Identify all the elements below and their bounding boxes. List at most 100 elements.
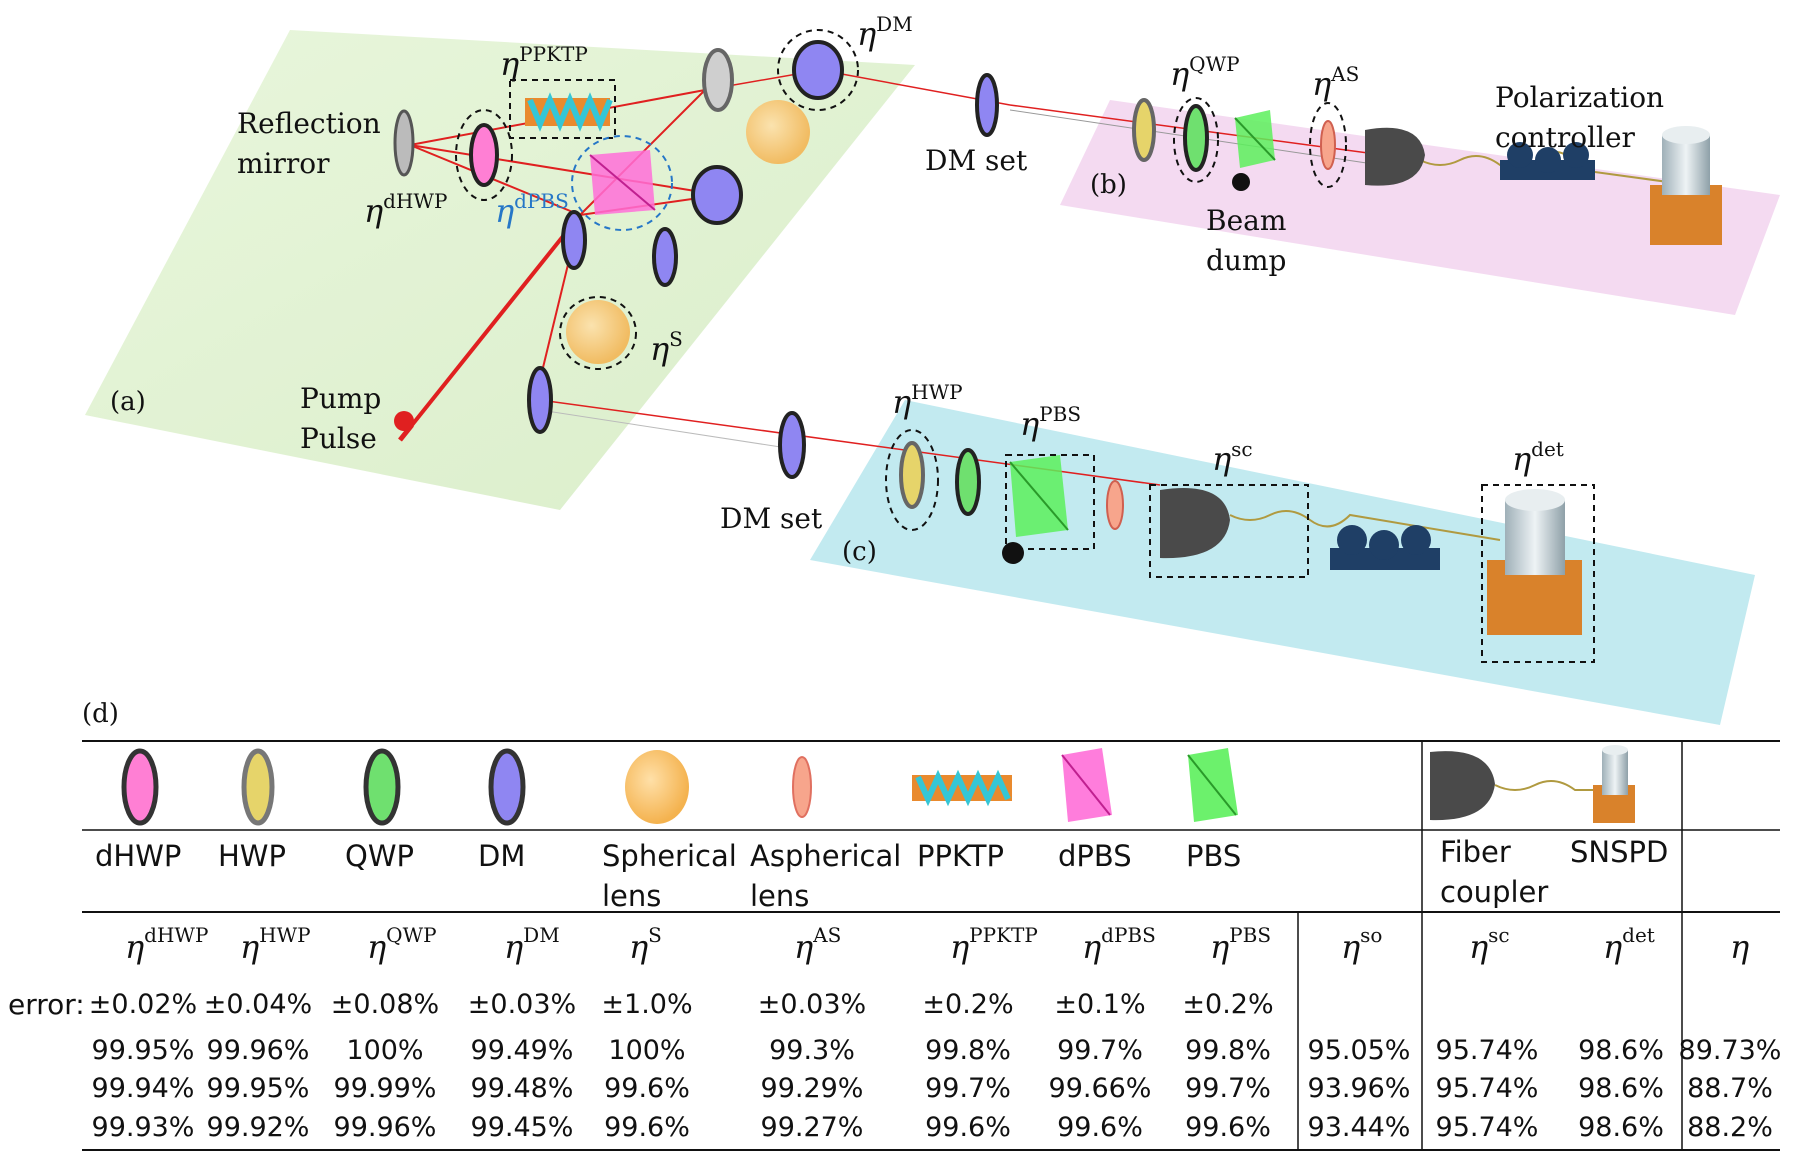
table-cell: 99.45% xyxy=(471,1112,574,1143)
eta-det-label: ηdet xyxy=(1512,437,1564,478)
table-cell: 99.6% xyxy=(1057,1112,1143,1143)
qwp-icon xyxy=(363,748,401,826)
table-icons xyxy=(121,745,1635,826)
dm-icon xyxy=(488,748,526,826)
snspd-icon-c xyxy=(1487,489,1582,635)
eta-header: ηS xyxy=(629,923,662,966)
table-cell: 99.6% xyxy=(604,1073,690,1104)
component-name: lens xyxy=(750,879,809,913)
eta-header: ηdet xyxy=(1603,923,1655,966)
hwp-marker xyxy=(885,429,939,531)
dm-set-icon-bottom xyxy=(778,411,806,479)
pbs-icon xyxy=(1187,748,1238,822)
error-cell: ±1.0% xyxy=(601,989,692,1020)
error-cell: ±0.08% xyxy=(331,989,439,1020)
panel-label-b: (b) xyxy=(1090,170,1127,200)
table-data-rows: 99.95%99.96%100%99.49%100%99.3%99.8%99.7… xyxy=(92,1035,1782,1143)
table-cell: 99.8% xyxy=(1185,1035,1271,1066)
eta-dm-label: ηDM xyxy=(857,12,913,53)
component-name: dHWP xyxy=(95,839,181,873)
eta-header: η xyxy=(1730,928,1749,966)
qwp-icon-c xyxy=(955,448,981,516)
curved-mirror-icon xyxy=(702,48,734,112)
table-cell: 98.6% xyxy=(1578,1112,1664,1143)
table-cell: 99.27% xyxy=(761,1112,864,1143)
table-cell: 99.49% xyxy=(471,1035,574,1066)
dm-set-label-top: DM set xyxy=(925,144,1028,177)
aspherical-lens-icon xyxy=(792,756,812,818)
pump-pulse-label-2: Pulse xyxy=(300,422,377,455)
dm-marker xyxy=(777,29,859,111)
reflection-mirror-label-1: Reflection xyxy=(237,107,381,140)
reflection-mirror-icon xyxy=(393,109,415,177)
error-cell: ±0.03% xyxy=(758,989,866,1020)
table-cell: 95.74% xyxy=(1436,1112,1539,1143)
spherical-lens-icon-a2 xyxy=(566,300,630,364)
component-name: QWP xyxy=(345,839,414,873)
table-cell: 99.6% xyxy=(925,1112,1011,1143)
beam-dump-icon-c xyxy=(1002,542,1024,564)
fiber-coupler-icon-c xyxy=(1160,488,1230,559)
component-name: HWP xyxy=(218,839,286,873)
snspd-icon-b xyxy=(1650,126,1722,245)
table-cell: 99.96% xyxy=(334,1112,437,1143)
table-cell: 100% xyxy=(608,1035,685,1066)
hwp-icon-c xyxy=(899,441,925,509)
dpbs-icon xyxy=(589,150,656,215)
table-cell: 99.95% xyxy=(92,1035,195,1066)
fiber-coupler-icon xyxy=(1430,751,1595,821)
table-cell: 93.44% xyxy=(1308,1112,1411,1143)
table-cell: 95.74% xyxy=(1436,1035,1539,1066)
component-name: Fiber xyxy=(1440,835,1511,869)
eta-header: ηDM xyxy=(504,923,560,966)
error-cell: ±0.2% xyxy=(1182,989,1273,1020)
component-name: Spherical xyxy=(602,839,737,873)
table-cell: 99.66% xyxy=(1049,1073,1152,1104)
table-cell: 100% xyxy=(346,1035,423,1066)
hwp-icon-b xyxy=(1132,98,1156,162)
table-cell: 99.6% xyxy=(604,1112,690,1143)
table-cell: 93.96% xyxy=(1308,1073,1411,1104)
beam-dump-label-2: dump xyxy=(1206,244,1286,277)
component-name: lens xyxy=(602,879,661,913)
error-cell: ±0.04% xyxy=(204,989,312,1020)
panel-label-d: (d) xyxy=(82,699,119,729)
eta-hwp-label: ηHWP xyxy=(892,380,963,421)
table-cell: 99.93% xyxy=(92,1112,195,1143)
beam-dump-label-1: Beam xyxy=(1206,204,1286,237)
table-cell: 99.99% xyxy=(334,1073,437,1104)
panel-label-c: (c) xyxy=(842,537,877,567)
board-a xyxy=(85,30,915,510)
table-cell: 99.29% xyxy=(761,1073,864,1104)
beam-dump-icon-b xyxy=(1232,173,1250,191)
polarization-controller-label-2: controller xyxy=(1495,121,1636,154)
dm-icon-a xyxy=(792,40,844,100)
table-cell: 95.05% xyxy=(1308,1035,1411,1066)
table-cell: 99.95% xyxy=(207,1073,310,1104)
eta-header: ηAS xyxy=(794,923,841,966)
table-cell: 88.2% xyxy=(1687,1112,1773,1143)
qwp-icon-b xyxy=(1183,104,1209,172)
aspherical-lens-icon-b xyxy=(1320,120,1336,170)
ppktp-marker xyxy=(509,79,616,139)
error-cell: ±0.03% xyxy=(468,989,576,1020)
component-name: Aspherical xyxy=(750,839,901,873)
table-cell: 99.48% xyxy=(471,1073,574,1104)
eta-header: ηPPKTP xyxy=(950,923,1038,966)
eta-header: ηPBS xyxy=(1210,923,1271,966)
eta-header: ηdHWP xyxy=(125,923,208,966)
dm-icon-a4 xyxy=(527,366,553,434)
sc-marker xyxy=(1149,484,1309,578)
table-cell: 95.74% xyxy=(1436,1073,1539,1104)
ppktp-crystal-icon xyxy=(525,92,613,132)
error-cell: ±0.1% xyxy=(1054,989,1145,1020)
eta-header: ηHWP xyxy=(240,923,311,966)
component-name: SNSPD xyxy=(1570,835,1668,869)
pbs-icon-c xyxy=(1009,455,1069,537)
table-cell: 99.94% xyxy=(92,1073,195,1104)
component-name: DM xyxy=(478,839,525,873)
error-row-label: error: xyxy=(8,988,85,1021)
table-cell: 99.7% xyxy=(1057,1035,1143,1066)
